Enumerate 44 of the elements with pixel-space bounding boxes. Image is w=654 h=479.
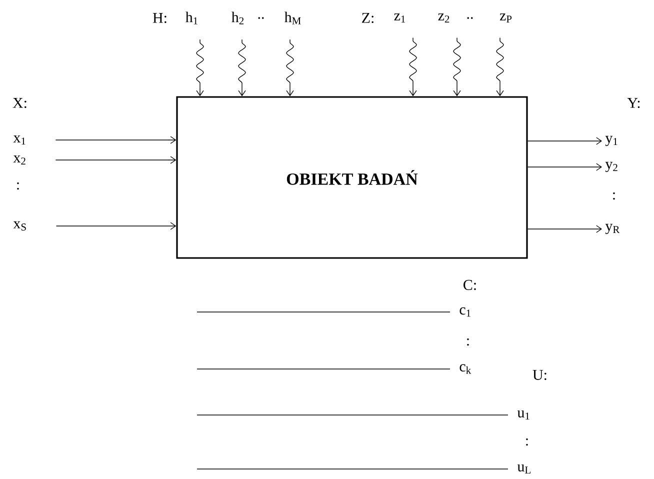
wavy-arrow [453,37,461,96]
label: : [526,438,528,446]
label: H: [152,12,166,24]
label: : [17,182,19,190]
wavy-arrow [238,39,246,96]
variable-label: z$_{1}$ [394,13,406,23]
variable-label: x$_{1}$ [13,135,26,145]
arrow [527,163,602,171]
label: U: [532,370,546,380]
line [196,414,508,416]
variable-label: h$_{1}$ [186,12,198,24]
object-box: OBIEKT BADAŃ [176,96,528,259]
label: C: [464,280,476,290]
line [196,368,450,370]
label: Y: [627,98,640,108]
variable-label: u$_{1}$ [517,410,530,420]
wavy-arrow [409,37,417,96]
variable-label: y$_{1}$ [605,136,618,146]
wavy-arrow [496,37,504,96]
wavy-arrow [286,39,294,96]
variable-label: z$_{P}$ [500,13,512,23]
label: Z: [362,12,374,24]
variable-label: x$_{S}$ [13,221,26,231]
wavy-arrow [196,39,204,96]
label: : [467,338,469,346]
variable-label: c$_{1}$ [460,307,470,317]
label: .. [467,17,473,19]
variable-label: c$_{k}$ [460,364,472,374]
arrow [56,222,176,230]
variable-label: z$_{2}$ [438,13,450,23]
variable-label: h$_{M}$ [284,12,301,24]
label: .. [258,17,264,19]
variable-label: u$_{L}$ [517,464,530,474]
arrow [55,156,176,164]
label: : [613,192,615,200]
line [196,468,508,470]
arrow [55,136,176,144]
variable-label: x$_{2}$ [13,155,26,165]
label: X: [12,98,26,108]
arrow [527,225,602,233]
variable-label: h$_{2}$ [232,12,244,24]
variable-label: y$_{2}$ [605,162,618,172]
variable-label: y$_{R}$ [605,224,620,234]
arrow [527,137,602,145]
